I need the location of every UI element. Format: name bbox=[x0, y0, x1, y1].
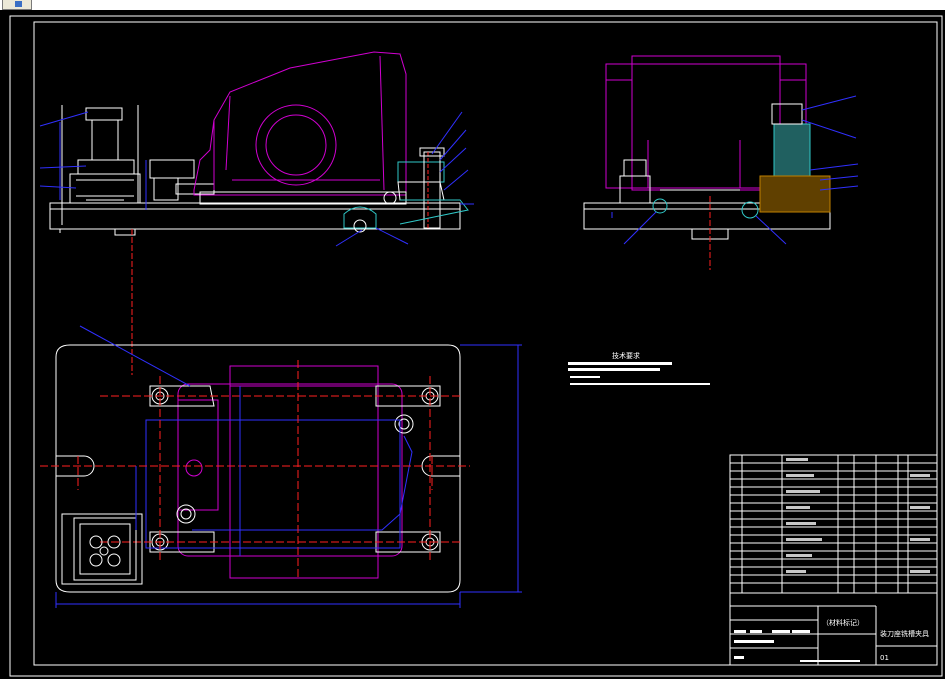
drawing-tab[interactable] bbox=[2, 0, 32, 10]
sheet-outer-border bbox=[9, 15, 943, 677]
parts-list bbox=[729, 454, 938, 594]
drawing-sheet: 技术要求 bbox=[9, 15, 943, 677]
front-view bbox=[39, 51, 474, 375]
tech-requirements-heading: 技术要求 bbox=[612, 351, 640, 360]
side-view bbox=[583, 55, 859, 270]
sheet-code: 01 bbox=[880, 654, 889, 662]
drawing-title: 装刀座铣槽夹具 bbox=[880, 629, 929, 638]
drawing-file-icon bbox=[15, 1, 22, 7]
top-view bbox=[40, 325, 522, 608]
title-block: （材料标记） 装刀座铣槽夹具 01 bbox=[729, 592, 938, 666]
material-mark: （材料标记） bbox=[822, 618, 864, 627]
cad-drawing-canvas[interactable]: 技术要求 bbox=[0, 10, 945, 679]
sheet-inner-frame bbox=[33, 21, 938, 666]
technical-requirements: 技术要求 bbox=[568, 351, 710, 385]
